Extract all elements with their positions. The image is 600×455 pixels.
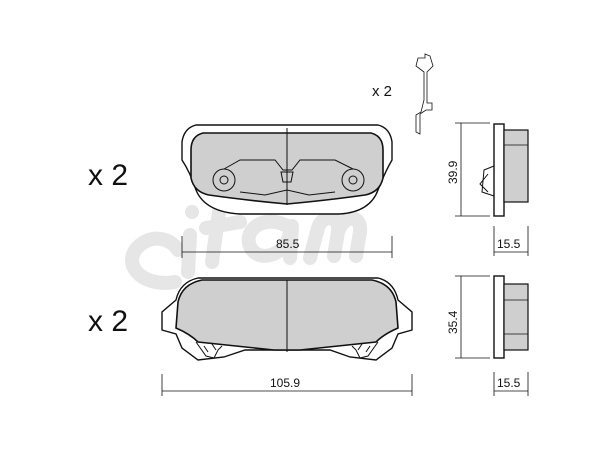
lower-height-value: 35.4 xyxy=(446,310,460,334)
lower-pad-quantity: x 2 xyxy=(88,305,128,338)
upper-thickness-value: 15.5 xyxy=(497,237,521,251)
lower-thickness-value: 15.5 xyxy=(497,376,521,390)
lower-height-dimension xyxy=(455,275,490,359)
upper-height-dimension xyxy=(455,122,490,217)
upper-width-value: 85.5 xyxy=(276,237,300,251)
upper-pad-side-view xyxy=(479,123,529,217)
upper-thickness-dimension xyxy=(493,226,529,256)
upper-width-dimension xyxy=(181,236,393,258)
lower-width-dimension xyxy=(161,374,413,396)
lower-pad-side-view xyxy=(493,275,529,359)
spring-clip xyxy=(415,53,434,135)
lower-pad-front-view xyxy=(161,277,413,361)
upper-pad-front-view xyxy=(181,124,393,215)
upper-pad-quantity: x 2 xyxy=(88,159,128,192)
lower-thickness-dimension xyxy=(493,372,529,396)
upper-height-value: 39.9 xyxy=(446,160,460,184)
lower-width-value: 105.9 xyxy=(270,376,300,390)
clip-quantity-label: x 2 xyxy=(372,83,392,100)
